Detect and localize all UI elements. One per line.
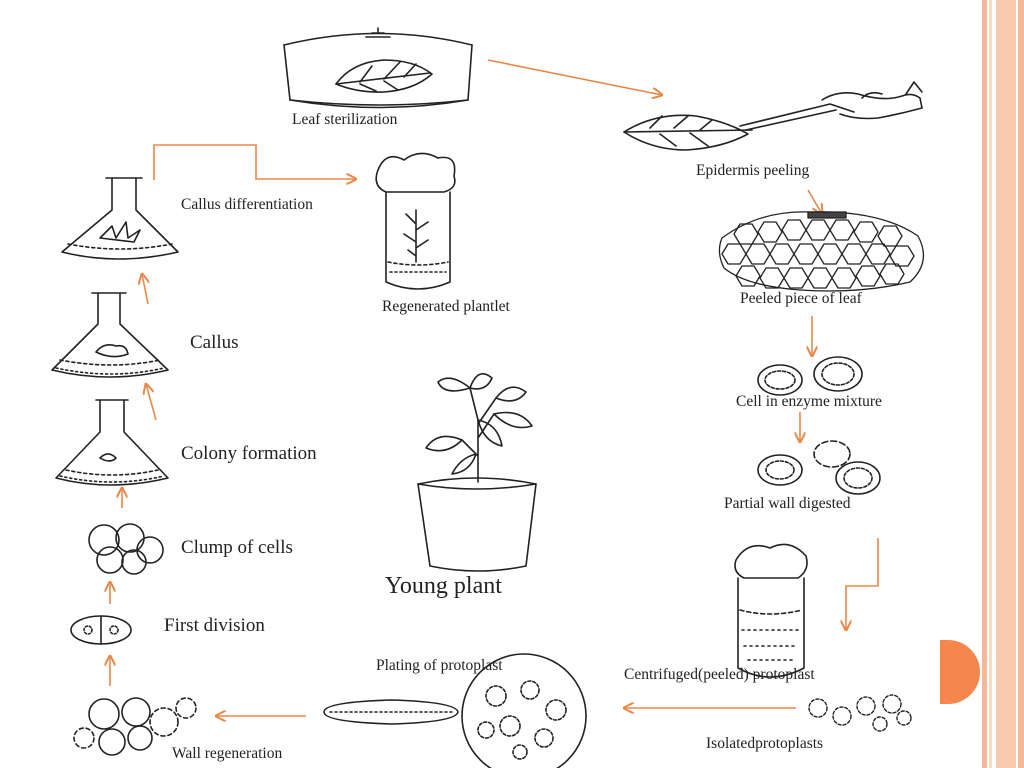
- first-division-drawing: [70, 615, 132, 645]
- border-stripe-inner: [989, 0, 992, 768]
- arrow-peeling-to-peeled: [807, 189, 822, 214]
- arrow-partial-to-centrifuged: [846, 538, 879, 630]
- isolated-protoplasts-drawing: [808, 694, 912, 732]
- peeling-drawing: [623, 81, 923, 151]
- label-centrifuged: Centrifuged(peeled) protoplast: [624, 666, 815, 683]
- label-epidermis-peeling: Epidermis peeling: [696, 162, 810, 179]
- colony-flask-drawing: [55, 399, 169, 486]
- arrow-colony-to-callus: [146, 384, 157, 421]
- petri-dish-drawing: [283, 27, 473, 109]
- clump-of-cells-drawing: [88, 523, 164, 575]
- callus-flask-drawing: [51, 292, 169, 378]
- young-plant-drawing: [417, 372, 537, 572]
- diff-flask-drawing: [61, 177, 179, 260]
- label-regenerated-plantlet: Regenerated plantlet: [382, 298, 510, 315]
- peeled-leaf-drawing: [718, 211, 925, 292]
- label-callus-differentiation: Callus differentiation: [181, 196, 313, 213]
- border-stripe-left: [982, 0, 987, 768]
- label-isolated: Isolatedprotoplasts: [706, 735, 824, 752]
- label-wall-regeneration: Wall regeneration: [172, 745, 283, 762]
- wall-regeneration-drawing: [73, 697, 197, 756]
- arrow-sterilization-to-peeling: [487, 59, 662, 95]
- label-plating: Plating of protoplast: [376, 657, 503, 674]
- label-colony-formation: Colony formation: [181, 443, 317, 464]
- label-clump-of-cells: Clump of cells: [181, 537, 293, 558]
- label-enzyme-mixture: Cell in enzyme mixture: [736, 393, 882, 410]
- arrow-callus-to-diff: [142, 274, 148, 305]
- label-leaf-sterilization: Leaf sterilization: [292, 111, 398, 128]
- label-callus: Callus: [190, 332, 239, 353]
- label-peeled-piece: Peeled piece of leaf: [740, 290, 862, 307]
- plating-drawing: [323, 653, 587, 768]
- label-partial-wall: Partial wall digested: [724, 495, 851, 512]
- plantlet-tube-drawing: [375, 152, 456, 290]
- border-stripe-right: [1018, 0, 1024, 768]
- enzyme-cells-drawing: [757, 356, 863, 396]
- centrifuge-tube-drawing: [734, 543, 808, 678]
- arrow-diff-to-plantlet: [153, 144, 356, 180]
- flow-arrows: [110, 59, 879, 716]
- partial-wall-cells-drawing: [757, 440, 881, 495]
- slide-tab: [940, 640, 980, 704]
- label-young-plant: Young plant: [385, 573, 502, 599]
- border-stripe-wide: [996, 0, 1016, 768]
- label-first-division: First division: [164, 615, 265, 636]
